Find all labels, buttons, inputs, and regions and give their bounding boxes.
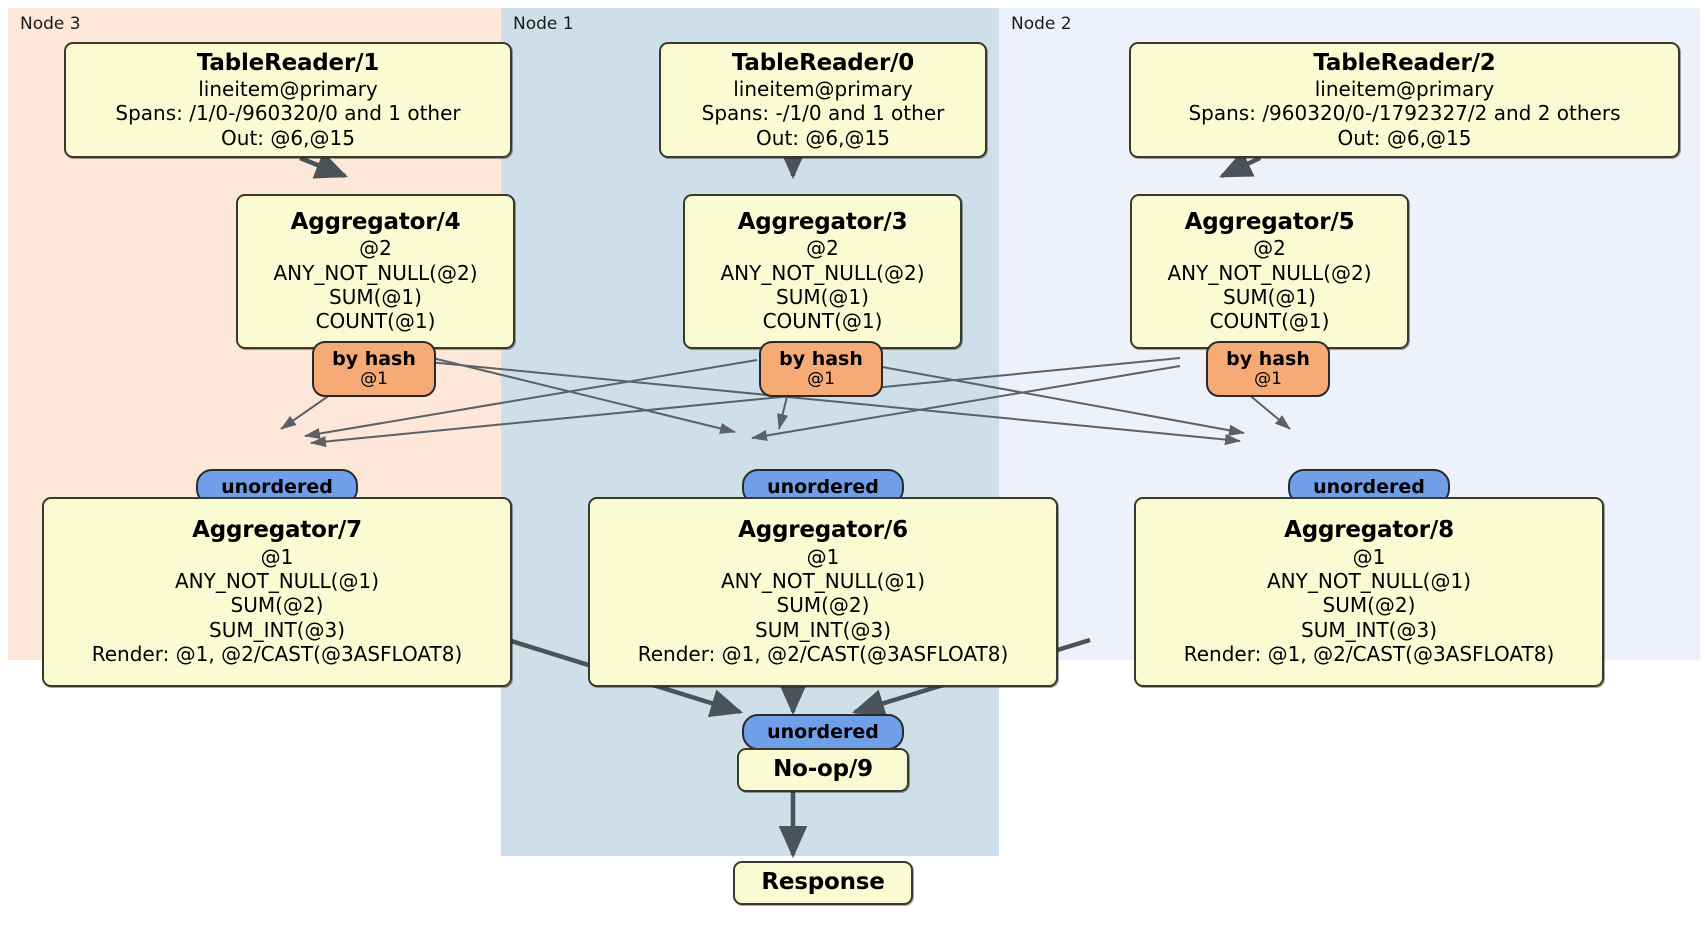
- processor-line: Render: @1, @2/CAST(@3ASFLOAT8): [91, 642, 463, 667]
- processor-line: SUM(@2): [1322, 593, 1416, 618]
- router-by-hash-left[interactable]: by hash @1: [312, 341, 436, 397]
- processor-line: SUM(@1): [329, 285, 422, 310]
- processor-title: Aggregator/3: [737, 209, 908, 236]
- processor-aggregator-8[interactable]: Aggregator/8 @1 ANY_NOT_NULL(@1) SUM(@2)…: [1134, 497, 1604, 687]
- processor-line: Out: @6,@15: [756, 125, 890, 150]
- processor-line: ANY_NOT_NULL(@1): [1267, 568, 1471, 593]
- processor-title: TableReader/2: [1313, 49, 1496, 76]
- processor-tablereader-0[interactable]: TableReader/0 lineitem@primary Spans: -/…: [659, 42, 987, 158]
- synchronizer-title: unordered: [1313, 475, 1425, 498]
- processor-line: lineitem@primary: [1314, 76, 1495, 101]
- router-title: by hash: [332, 348, 416, 371]
- router-by-hash-mid[interactable]: by hash @1: [759, 341, 883, 397]
- processor-response[interactable]: Response: [733, 861, 913, 905]
- processor-line: @1: [806, 544, 840, 569]
- processor-title: Aggregator/6: [738, 517, 908, 544]
- processor-line: Out: @6,@15: [221, 125, 355, 150]
- processor-line: Render: @1, @2/CAST(@3ASFLOAT8): [637, 642, 1009, 667]
- processor-line: @1: [260, 544, 294, 569]
- router-subtitle: @1: [807, 369, 835, 390]
- processor-line: ANY_NOT_NULL(@1): [721, 568, 925, 593]
- processor-line: lineitem@primary: [198, 76, 378, 101]
- node-label-node1: Node 1: [513, 14, 574, 34]
- processor-line: SUM(@2): [776, 593, 870, 618]
- processor-line: SUM(@1): [776, 285, 869, 310]
- processor-aggregator-6[interactable]: Aggregator/6 @1 ANY_NOT_NULL(@1) SUM(@2)…: [588, 497, 1058, 687]
- processor-line: ANY_NOT_NULL(@2): [1167, 260, 1372, 285]
- processor-title: Response: [761, 869, 885, 896]
- router-subtitle: @1: [1254, 369, 1282, 390]
- processor-line: SUM(@2): [230, 593, 324, 618]
- processor-line: ANY_NOT_NULL(@2): [273, 260, 478, 285]
- processor-line: ANY_NOT_NULL(@1): [175, 568, 379, 593]
- node-label-node2: Node 2: [1011, 14, 1072, 34]
- processor-line: COUNT(@1): [1209, 309, 1330, 334]
- processor-aggregator-3[interactable]: Aggregator/3 @2 ANY_NOT_NULL(@2) SUM(@1)…: [683, 194, 962, 349]
- processor-title: Aggregator/4: [290, 209, 461, 236]
- router-title: by hash: [1226, 348, 1310, 371]
- processor-title: Aggregator/7: [192, 517, 362, 544]
- processor-line: SUM_INT(@3): [1301, 617, 1437, 642]
- processor-title: TableReader/1: [196, 49, 380, 76]
- synchronizer-title: unordered: [221, 475, 333, 498]
- router-title: by hash: [779, 348, 863, 371]
- synchronizer-title: unordered: [767, 475, 879, 498]
- synchronizer-unordered-final[interactable]: unordered: [742, 714, 904, 750]
- processor-aggregator-4[interactable]: Aggregator/4 @2 ANY_NOT_NULL(@2) SUM(@1)…: [236, 194, 515, 349]
- processor-no-op-9[interactable]: No-op/9: [737, 748, 909, 792]
- processor-tablereader-1[interactable]: TableReader/1 lineitem@primary Spans: /1…: [64, 42, 512, 158]
- processor-line: @2: [806, 236, 839, 261]
- router-subtitle: @1: [360, 369, 388, 390]
- processor-line: COUNT(@1): [315, 309, 436, 334]
- synchronizer-title: unordered: [767, 720, 879, 743]
- processor-line: Spans: /1/0-/960320/0 and 1 other: [115, 101, 461, 126]
- router-by-hash-right[interactable]: by hash @1: [1206, 341, 1330, 397]
- processor-line: Out: @6,@15: [1337, 125, 1472, 150]
- processor-line: @1: [1352, 544, 1386, 569]
- processor-line: @2: [359, 236, 392, 261]
- processor-line: Render: @1, @2/CAST(@3ASFLOAT8): [1183, 642, 1555, 667]
- processor-tablereader-2[interactable]: TableReader/2 lineitem@primary Spans: /9…: [1129, 42, 1680, 158]
- processor-title: No-op/9: [773, 756, 873, 783]
- processor-aggregator-7[interactable]: Aggregator/7 @1 ANY_NOT_NULL(@1) SUM(@2)…: [42, 497, 512, 687]
- processor-title: TableReader/0: [731, 49, 915, 76]
- processor-aggregator-5[interactable]: Aggregator/5 @2 ANY_NOT_NULL(@2) SUM(@1)…: [1130, 194, 1409, 349]
- processor-line: SUM_INT(@3): [755, 617, 891, 642]
- processor-line: SUM_INT(@3): [209, 617, 345, 642]
- processor-line: lineitem@primary: [733, 76, 913, 101]
- processor-line: SUM(@1): [1223, 285, 1316, 310]
- processor-line: @2: [1253, 236, 1286, 261]
- processor-line: Spans: -/1/0 and 1 other: [701, 101, 945, 126]
- processor-title: Aggregator/5: [1184, 209, 1355, 236]
- node-label-node3: Node 3: [20, 14, 81, 34]
- processor-line: ANY_NOT_NULL(@2): [720, 260, 925, 285]
- processor-line: Spans: /960320/0-/1792327/2 and 2 others: [1188, 101, 1621, 126]
- processor-title: Aggregator/8: [1284, 517, 1454, 544]
- processor-line: COUNT(@1): [762, 309, 883, 334]
